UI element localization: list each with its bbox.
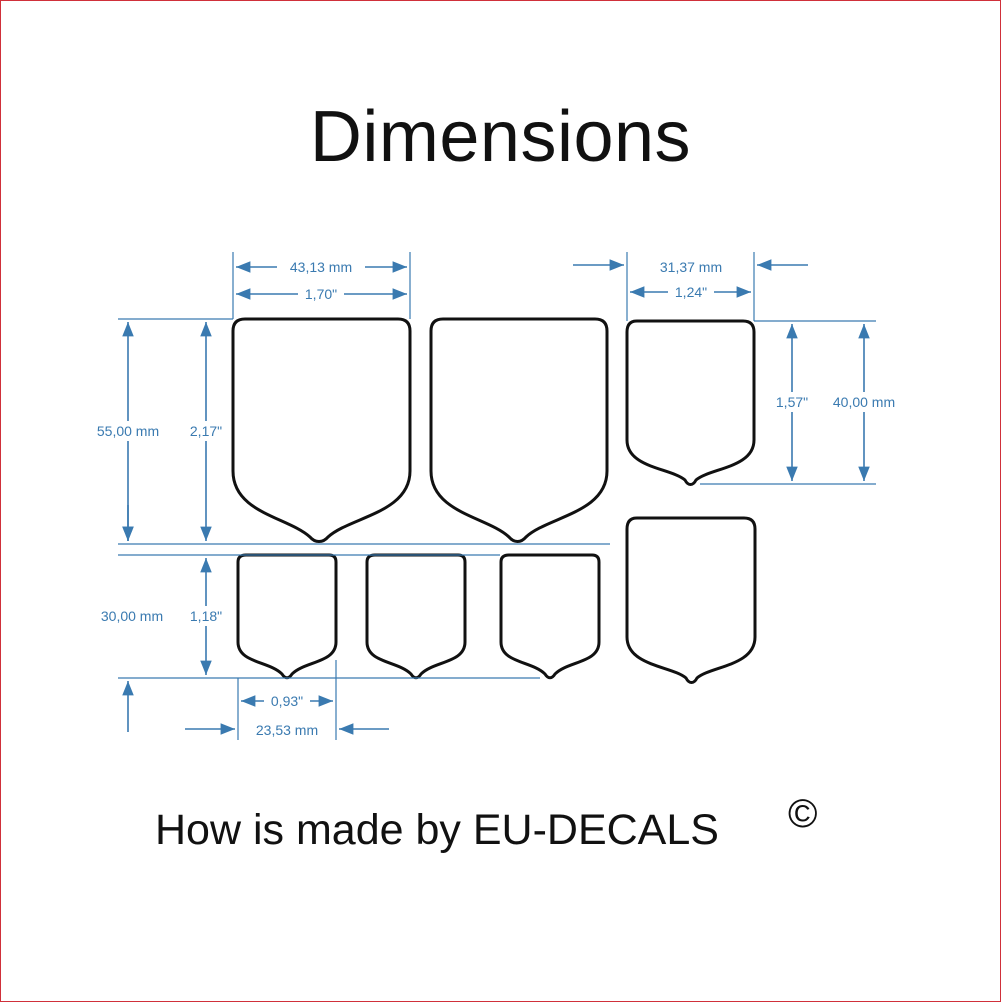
label-small-width-in: 0,93" bbox=[271, 693, 303, 709]
label-large-width-in: 1,70" bbox=[305, 286, 337, 302]
label-small-height-mm: 30,00 mm bbox=[101, 608, 163, 624]
label-large-height-mm: 55,00 mm bbox=[97, 423, 159, 439]
shield-small-3 bbox=[499, 553, 601, 680]
label-large-width-mm: 43,13 mm bbox=[290, 259, 352, 275]
shield-medium-1 bbox=[625, 319, 756, 486]
label-medium-height-in: 1,57" bbox=[776, 394, 808, 410]
shield-medium-2 bbox=[625, 516, 757, 684]
label-small-width-mm: 23,53 mm bbox=[256, 722, 318, 738]
label-large-height-in: 2,17" bbox=[190, 423, 222, 439]
label-medium-width-mm: 31,37 mm bbox=[660, 259, 722, 275]
label-medium-width-in: 1,24" bbox=[675, 284, 707, 300]
label-medium-height-mm: 40,00 mm bbox=[833, 394, 895, 410]
shield-large-2 bbox=[429, 317, 609, 543]
extension-lines bbox=[118, 252, 876, 740]
footer-text: How is made by EU-DECALS bbox=[155, 806, 719, 854]
shield-small-2 bbox=[365, 553, 467, 680]
copyright-icon: © bbox=[788, 792, 818, 836]
shield-small-1 bbox=[236, 553, 338, 680]
label-small-height-in: 1,18" bbox=[190, 608, 222, 624]
shield-large-1 bbox=[231, 317, 412, 543]
page-title: Dimensions bbox=[309, 97, 692, 177]
